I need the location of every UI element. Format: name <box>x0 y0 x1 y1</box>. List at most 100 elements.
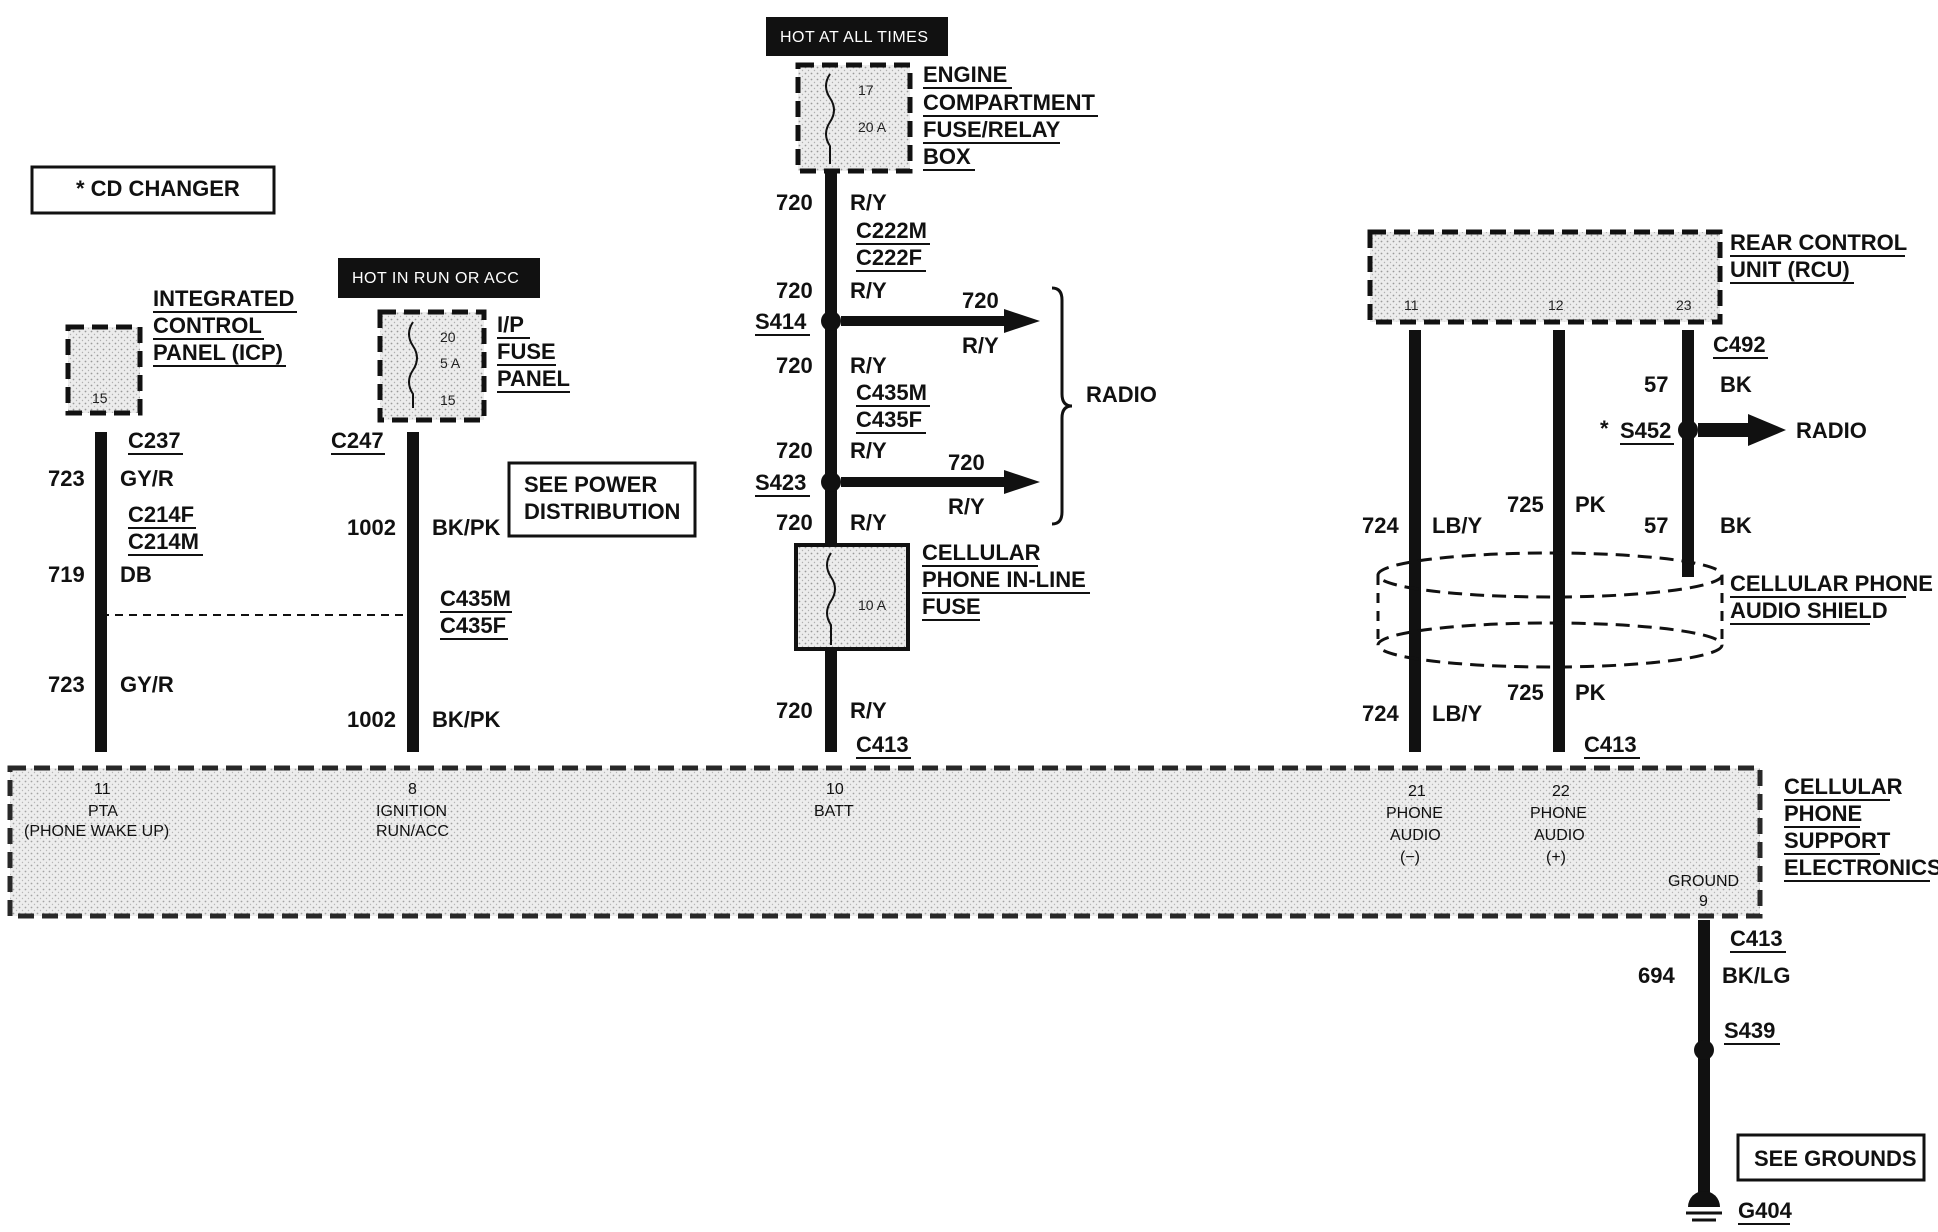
svg-text:11: 11 <box>1404 297 1419 313</box>
svg-text:(+): (+) <box>1546 849 1566 866</box>
svg-text:11: 11 <box>94 781 111 798</box>
svg-text:720: 720 <box>776 353 813 378</box>
svg-text:BK: BK <box>1720 513 1752 538</box>
ground-symbol <box>1688 1191 1720 1207</box>
svg-text:CELLULAR: CELLULAR <box>922 540 1041 565</box>
svg-text:725: 725 <box>1507 492 1544 517</box>
svg-text:20 A: 20 A <box>858 119 887 135</box>
svg-text:PK: PK <box>1575 492 1606 517</box>
svg-text:BOX: BOX <box>923 144 971 169</box>
connector-c413-center: C413 <box>856 732 909 757</box>
svg-text:1002: 1002 <box>347 515 396 540</box>
svg-text:9: 9 <box>1699 893 1708 910</box>
svg-text:720: 720 <box>776 438 813 463</box>
svg-text:COMPARTMENT: COMPARTMENT <box>923 90 1095 115</box>
svg-text:57: 57 <box>1644 513 1668 538</box>
svg-text:15: 15 <box>92 390 108 406</box>
svg-text:10 A: 10 A <box>858 597 887 613</box>
svg-text:694: 694 <box>1638 963 1675 988</box>
connector-c435m-left: C435M <box>440 586 511 611</box>
svg-text:CELLULAR PHONE: CELLULAR PHONE <box>1730 571 1933 596</box>
engine-fuse-relay-box: 17 20 A ENGINE COMPARTMENT FUSE/RELAY BO… <box>795 62 1098 174</box>
svg-text:FUSE/RELAY: FUSE/RELAY <box>923 117 1061 142</box>
svg-text:PHONE IN-LINE: PHONE IN-LINE <box>922 567 1086 592</box>
svg-text:725: 725 <box>1507 680 1544 705</box>
svg-text:BK/PK: BK/PK <box>432 707 501 732</box>
svg-text:S423: S423 <box>755 470 806 495</box>
svg-text:REAR CONTROL: REAR CONTROL <box>1730 230 1907 255</box>
svg-text:R/Y: R/Y <box>948 494 985 519</box>
svg-text:RADIO: RADIO <box>1086 382 1157 407</box>
svg-text:723: 723 <box>48 672 85 697</box>
svg-text:* CD CHANGER: * CD CHANGER <box>76 176 240 201</box>
svg-text:12: 12 <box>1548 297 1564 313</box>
hot-all-times-label: HOT AT ALL TIMES <box>766 17 948 56</box>
svg-text:R/Y: R/Y <box>850 698 887 723</box>
svg-text:AUDIO: AUDIO <box>1534 827 1585 844</box>
svg-text:S452: S452 <box>1620 418 1671 443</box>
svg-text:R/Y: R/Y <box>850 353 887 378</box>
svg-text:LB/Y: LB/Y <box>1432 701 1482 726</box>
svg-text:CONTROL: CONTROL <box>153 313 262 338</box>
svg-text:1002: 1002 <box>347 707 396 732</box>
svg-text:SEE GROUNDS: SEE GROUNDS <box>1754 1146 1917 1171</box>
cellular-phone-audio-shield: CELLULAR PHONE AUDIO SHIELD <box>1376 551 1933 669</box>
svg-text:ELECTRONICS: ELECTRONICS <box>1784 855 1938 880</box>
svg-text:723: 723 <box>48 466 85 491</box>
splice-s414 <box>821 311 841 331</box>
svg-text:BK: BK <box>1720 372 1752 397</box>
svg-text:GROUND: GROUND <box>1668 873 1739 890</box>
svg-text:UNIT (RCU): UNIT (RCU) <box>1730 257 1850 282</box>
svg-text:BK/LG: BK/LG <box>1722 963 1790 988</box>
svg-text:724: 724 <box>1362 513 1399 538</box>
svg-text:PHONE: PHONE <box>1530 805 1587 822</box>
connector-c413-right: C413 <box>1584 732 1637 757</box>
svg-text:R/Y: R/Y <box>850 190 887 215</box>
svg-text:20: 20 <box>440 329 456 345</box>
connector-c435f-center: C435F <box>856 407 922 432</box>
svg-text:ENGINE: ENGINE <box>923 62 1007 87</box>
svg-text:5 A: 5 A <box>440 355 461 371</box>
svg-text:G404: G404 <box>1738 1198 1793 1223</box>
connector-c435m-center: C435M <box>856 380 927 405</box>
svg-text:23: 23 <box>1676 297 1692 313</box>
ip-fuse-panel: 20 5 A 15 I/P FUSE PANEL <box>377 309 570 423</box>
see-power-distribution-box: SEE POWER DISTRIBUTION <box>507 461 697 538</box>
svg-text:8: 8 <box>408 781 417 798</box>
svg-text:GY/R: GY/R <box>120 672 174 697</box>
svg-text:22: 22 <box>1552 783 1570 800</box>
connector-c247: C247 <box>331 428 384 453</box>
svg-text:57: 57 <box>1644 372 1668 397</box>
svg-text:15: 15 <box>440 392 456 408</box>
svg-text:10: 10 <box>826 781 844 798</box>
svg-text:724: 724 <box>1362 701 1399 726</box>
svg-text:21: 21 <box>1408 783 1426 800</box>
svg-text:S439: S439 <box>1724 1018 1775 1043</box>
svg-text:PANEL (ICP): PANEL (ICP) <box>153 340 283 365</box>
svg-text:RUN/ACC: RUN/ACC <box>376 823 449 840</box>
svg-text:FUSE: FUSE <box>922 594 981 619</box>
svg-text:HOT IN RUN OR ACC: HOT IN RUN OR ACC <box>352 270 519 287</box>
svg-text:17: 17 <box>858 82 874 98</box>
svg-text:PHONE: PHONE <box>1386 805 1443 822</box>
svg-text:R/Y: R/Y <box>850 510 887 535</box>
wire-1002: C247 1002 BK/PK C435M C435F 1002 BK/PK <box>331 428 512 752</box>
svg-text:720: 720 <box>948 450 985 475</box>
splice-s423 <box>821 472 841 492</box>
svg-text:GY/R: GY/R <box>120 466 174 491</box>
wire-720-trunk: 720 R/Y C222M C222F 720 R/Y S414 720 R/Y… <box>755 172 930 759</box>
svg-text:INTEGRATED: INTEGRATED <box>153 286 294 311</box>
svg-text:DB: DB <box>120 562 152 587</box>
see-grounds-box: SEE GROUNDS <box>1736 1133 1926 1182</box>
svg-text:PK: PK <box>1575 680 1606 705</box>
svg-text:FUSE: FUSE <box>497 339 556 364</box>
svg-text:R/Y: R/Y <box>850 278 887 303</box>
svg-text:R/Y: R/Y <box>962 333 999 358</box>
svg-text:(−): (−) <box>1400 849 1420 866</box>
svg-text:DISTRIBUTION: DISTRIBUTION <box>524 499 680 524</box>
connector-c214f: C214F <box>128 502 194 527</box>
svg-text:720: 720 <box>962 288 999 313</box>
connector-c237: C237 <box>128 428 181 453</box>
svg-text:IGNITION: IGNITION <box>376 803 447 820</box>
svg-text:PANEL: PANEL <box>497 366 570 391</box>
